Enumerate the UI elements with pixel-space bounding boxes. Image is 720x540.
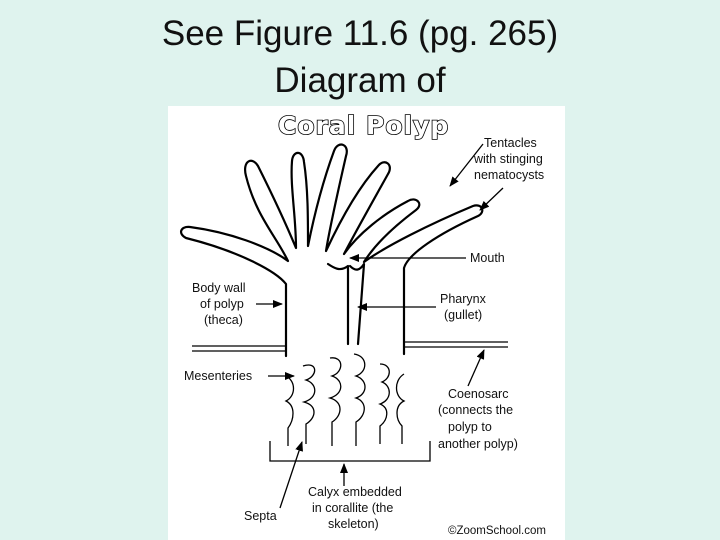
- coral-polyp-diagram: Coral Polyp Tentacles with stinging nema…: [180, 110, 546, 537]
- svg-text:another polyp): another polyp): [438, 437, 518, 451]
- credit-text: ©ZoomSchool.com: [448, 525, 546, 537]
- mesentery-fold-2: [327, 357, 342, 446]
- mesenteries-label: Mesenteries: [184, 369, 252, 383]
- coral-polyp-figure: Coral Polyp Tentacles with stinging nema…: [168, 106, 565, 540]
- slide-title-line-2: Diagram of: [274, 61, 446, 100]
- svg-text:(theca): (theca): [204, 313, 243, 327]
- mesentery-fold-4: [378, 363, 390, 444]
- pharynx-wall-right: [348, 262, 366, 346]
- pharynx-wall-left: [326, 262, 350, 346]
- calyx-label: Calyx embedded in corallite (the skeleto…: [308, 485, 402, 531]
- diagram-heading: Coral Polyp: [278, 111, 449, 140]
- svg-text:polyp to: polyp to: [448, 420, 492, 434]
- mouth-label: Mouth: [470, 251, 505, 265]
- tentacles-arrow-1: [449, 143, 484, 187]
- svg-text:(gullet): (gullet): [444, 308, 482, 322]
- septum-fold-1: [284, 375, 295, 446]
- mesentery-fold-1: [301, 364, 316, 444]
- mesentery-fold-3: [353, 353, 366, 446]
- calyx-cup: [269, 441, 431, 462]
- coenosarc-arrow: [467, 349, 485, 387]
- polyp-outline: [180, 143, 484, 358]
- svg-text:skeleton): skeleton): [328, 517, 379, 531]
- svg-text:with stinging: with stinging: [473, 152, 543, 166]
- svg-text:Calyx embedded: Calyx embedded: [308, 485, 402, 499]
- slide-title-line-1: See Figure 11.6 (pg. 265): [161, 14, 559, 53]
- svg-text:Body wall: Body wall: [192, 281, 246, 295]
- body-wall-label: Body wall of polyp (theca): [192, 281, 246, 327]
- septa-label: Septa: [244, 509, 277, 523]
- septum-fold-2: [395, 373, 406, 444]
- pharynx-label: Pharynx (gullet): [440, 292, 487, 322]
- septa-arrow: [279, 441, 303, 509]
- svg-text:of polyp: of polyp: [200, 297, 244, 311]
- svg-text:nematocysts: nematocysts: [474, 168, 544, 182]
- coenosarc-label: Coenosarc (connects the polyp to another…: [438, 387, 518, 451]
- svg-text:Coenosarc: Coenosarc: [448, 387, 508, 401]
- svg-text:in corallite (the: in corallite (the: [312, 501, 393, 515]
- tentacles-label: Tentacles with stinging nematocysts: [473, 136, 544, 182]
- svg-text:(connects the: (connects the: [438, 403, 513, 417]
- tentacles-arrow-2: [479, 187, 504, 211]
- svg-text:Tentacles: Tentacles: [484, 136, 537, 150]
- svg-text:Pharynx: Pharynx: [440, 292, 487, 306]
